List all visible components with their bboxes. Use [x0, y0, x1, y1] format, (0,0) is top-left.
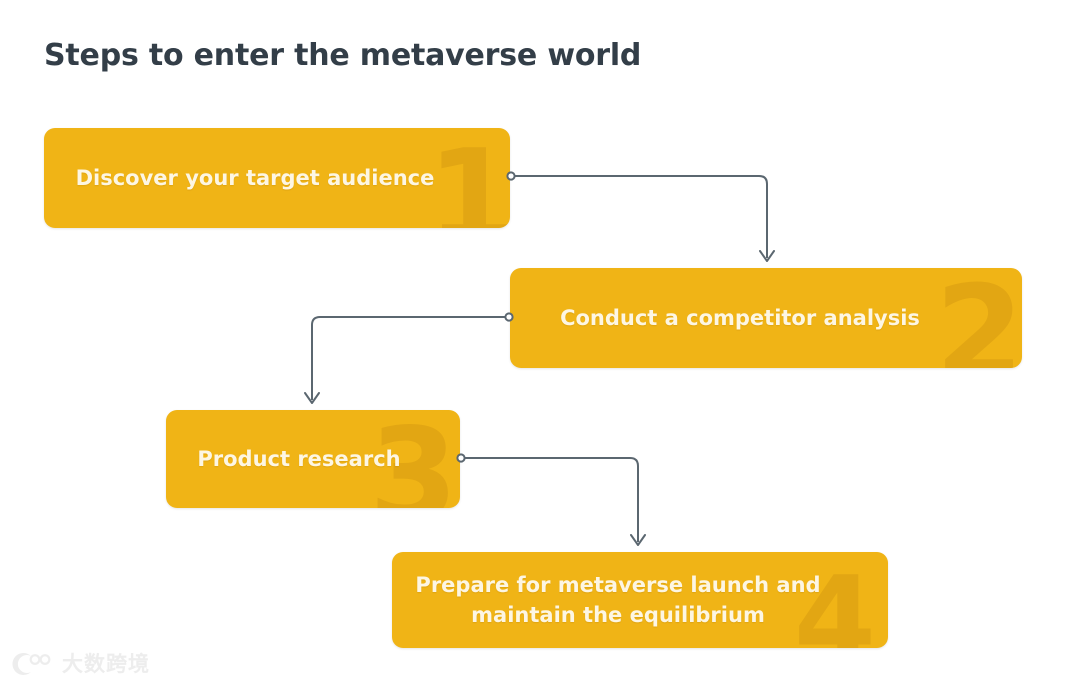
connector-1-to-2-path — [515, 175, 768, 258]
step-box-4[interactable]: 4 Prepare for metaverse launch and maint… — [392, 552, 888, 648]
connector-3-to-4-arrowhead — [630, 534, 646, 546]
connector-2-to-3-path — [311, 316, 505, 400]
connector-2-to-3-arrowhead — [304, 392, 320, 404]
connector-3-to-4 — [456, 453, 646, 546]
page-title: Steps to enter the metaverse world — [44, 38, 642, 73]
connector-3-to-4-path — [465, 457, 639, 542]
step-label-3: Product research — [197, 446, 401, 471]
watermark-text: 大数跨境 — [62, 651, 150, 676]
step-label-1: Discover your target audience — [75, 165, 435, 190]
step-box-2[interactable]: 2 Conduct a competitor analysis — [510, 268, 1022, 368]
step-box-3[interactable]: 3 Product research — [166, 410, 460, 508]
connector-1-to-2 — [506, 171, 775, 262]
connector-2-to-3 — [304, 312, 514, 404]
step-box-1[interactable]: 1 Discover your target audience — [44, 128, 510, 228]
step-label-4: Prepare for metaverse launch and maintai… — [415, 572, 821, 627]
step-label-2: Conduct a competitor analysis — [560, 305, 920, 330]
step-number-2: 2 — [934, 268, 1022, 369]
connector-1-to-2-arrowhead — [759, 250, 775, 262]
dashu-kuajing-logo-icon — [12, 653, 51, 675]
watermark: 大数跨境 — [12, 652, 150, 676]
